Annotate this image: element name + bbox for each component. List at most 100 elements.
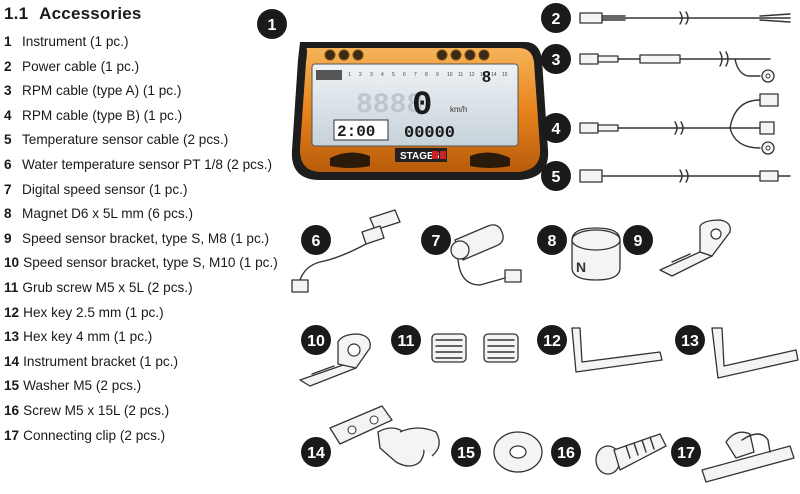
item-number-badge: 15 [451,437,481,467]
rpm-tick-label: 10 [447,72,453,78]
brand-logo: STAGE6 [400,151,440,162]
item-number: 11 [4,279,19,295]
item-number-badge: 4 [541,113,571,143]
svg-text:8888: 8888 [356,90,423,121]
item-number-badge: 8 [537,225,567,255]
rpm-tick-label: 6 [403,72,406,78]
list-item: 6 Water temperature sensor PT 1/8 (2 pcs.… [4,153,294,178]
item-number-badge: 16 [551,437,581,467]
item-number-badge: 14 [301,437,331,467]
item-text: Grub screw M5 x 5L (2 pcs.) [22,279,193,295]
item-text: Magnet D6 x 5L mm (6 pcs.) [22,206,193,222]
grub-screw-icon [431,333,519,363]
item-number-badge: 5 [541,161,571,191]
list-item: 7 Digital speed sensor (1 pc.) [4,178,294,203]
odometer-readout: 00000 [404,124,455,143]
rpm-tick-label: 13 [480,72,486,78]
item-text: Hex key 2.5 mm (1 pc.) [23,304,164,320]
item-text: Hex key 4 mm (1 pc.) [23,329,153,345]
item-number: 14 [4,353,20,369]
item-number: 6 [4,156,12,172]
clock-readout: 2:00 [337,123,375,141]
rpm-tick-label: 14 [491,72,497,78]
badge-number: 10 [307,333,325,350]
rpm-tick-label: 5 [392,72,395,78]
item-number: 2 [4,58,12,74]
item-number: 16 [4,402,20,418]
item-text: Temperature sensor cable (2 pcs.) [22,132,229,148]
rpm-tick-label: 11 [458,72,463,78]
item-number-badge: 1 [257,9,287,39]
item-text: Screw M5 x 15L (2 pcs.) [23,402,170,418]
badge-number: 14 [307,445,325,462]
item-number: 4 [4,107,12,123]
item-text: Instrument (1 pc.) [22,34,129,49]
section-title: 1.1 Accessories [4,4,142,24]
item-number: 7 [4,181,12,197]
item-text: Water temperature sensor PT 1/8 (2 pcs.) [22,156,273,172]
water-temp-sensor-icon [291,209,401,293]
badge-number: 12 [543,333,561,350]
item-text: Power cable (1 pc.) [22,58,140,74]
badge-number: 3 [552,52,561,69]
item-number-badge: 7 [421,225,451,255]
item-number-badge: 11 [391,325,421,355]
badge-number: 17 [677,445,695,462]
washer-icon [493,431,543,473]
item-text: RPM cable (type A) (1 pc.) [22,83,182,99]
item-text: Speed sensor bracket, type S, M10 (1 pc.… [23,255,278,271]
item-text: Connecting clip (2 pcs.) [23,427,166,443]
rpm-tick-label: 3 [370,72,373,78]
badge-number: 6 [312,233,321,250]
instrument-bracket-icon [329,405,440,467]
item-text: Digital speed sensor (1 pc.) [22,181,188,197]
item-number-badge: 12 [537,325,567,355]
temperature-cable-icon [579,169,791,183]
item-number: 15 [4,378,20,394]
rpm-tick-label: 15 [502,72,508,78]
item-number: 13 [4,329,20,345]
list-item: 8 Magnet D6 x 5L mm (6 pcs.) [4,202,294,227]
badge-number: 9 [634,233,643,250]
badge-number: 2 [552,11,561,28]
item-number-badge: 2 [541,3,571,33]
rpm-tick-label: 12 [469,72,475,78]
magnet-icon: N [571,227,621,281]
rpm-tick-label: 1 [348,72,351,78]
rpm-tick-label: 2 [359,72,362,78]
section-number: 1.1 [4,4,29,23]
bracket-m8-icon [659,219,731,277]
badge-number: 8 [548,233,557,250]
badge-number: 15 [457,445,475,462]
item-number: 17 [4,427,20,443]
speed-unit: km/h [450,105,467,114]
item-text: Speed sensor bracket, type S, M8 (1 pc.) [22,230,270,246]
item-number: 5 [4,132,12,148]
item-number: 12 [4,304,20,320]
rpm-tick-label: 8 [425,72,428,78]
power-cable-icon [579,11,791,25]
badge-number: 7 [432,233,441,250]
hex-key-icon [571,327,663,373]
item-text: RPM cable (type B) (1 pc.) [22,107,183,123]
item-number: 8 [4,206,12,222]
rpm-cable-a-icon [579,51,775,83]
gear-readout: 8 [482,69,491,86]
badge-number: 1 [268,17,277,34]
rpm-tick-label: 9 [436,72,439,78]
badge-number: 13 [681,333,699,350]
badge-number: 5 [552,169,561,186]
badge-number: 16 [557,445,575,462]
item-text: Washer M5 (2 pcs.) [23,378,142,394]
